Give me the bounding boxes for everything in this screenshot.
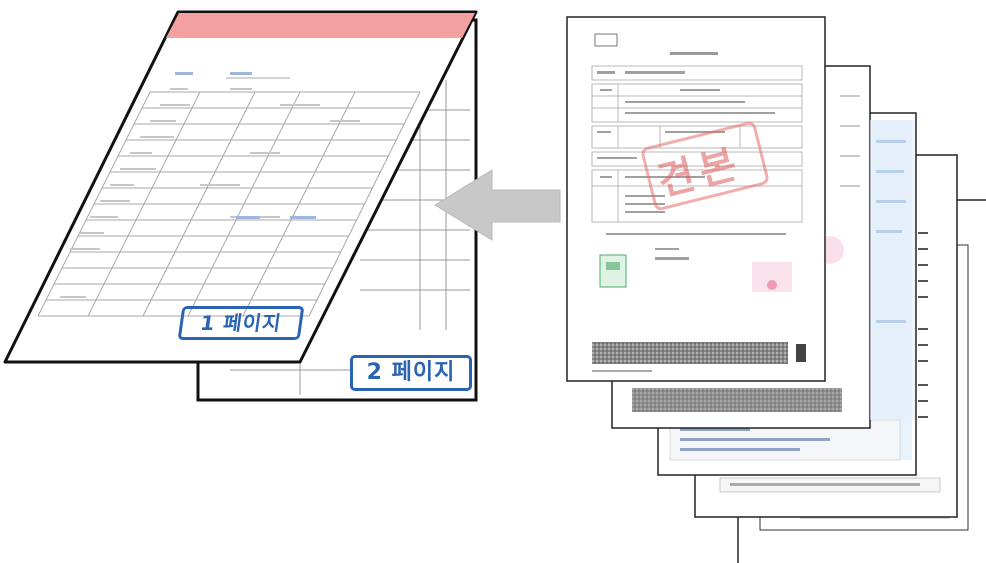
form-header-band (166, 13, 475, 38)
page-2-label: 2 페이지 (350, 355, 472, 391)
sample-stamp (641, 121, 769, 211)
stack-sheet-1 (566, 16, 826, 382)
stack-sheet-blue-tint (870, 120, 915, 420)
form-page-1 (3, 10, 478, 364)
